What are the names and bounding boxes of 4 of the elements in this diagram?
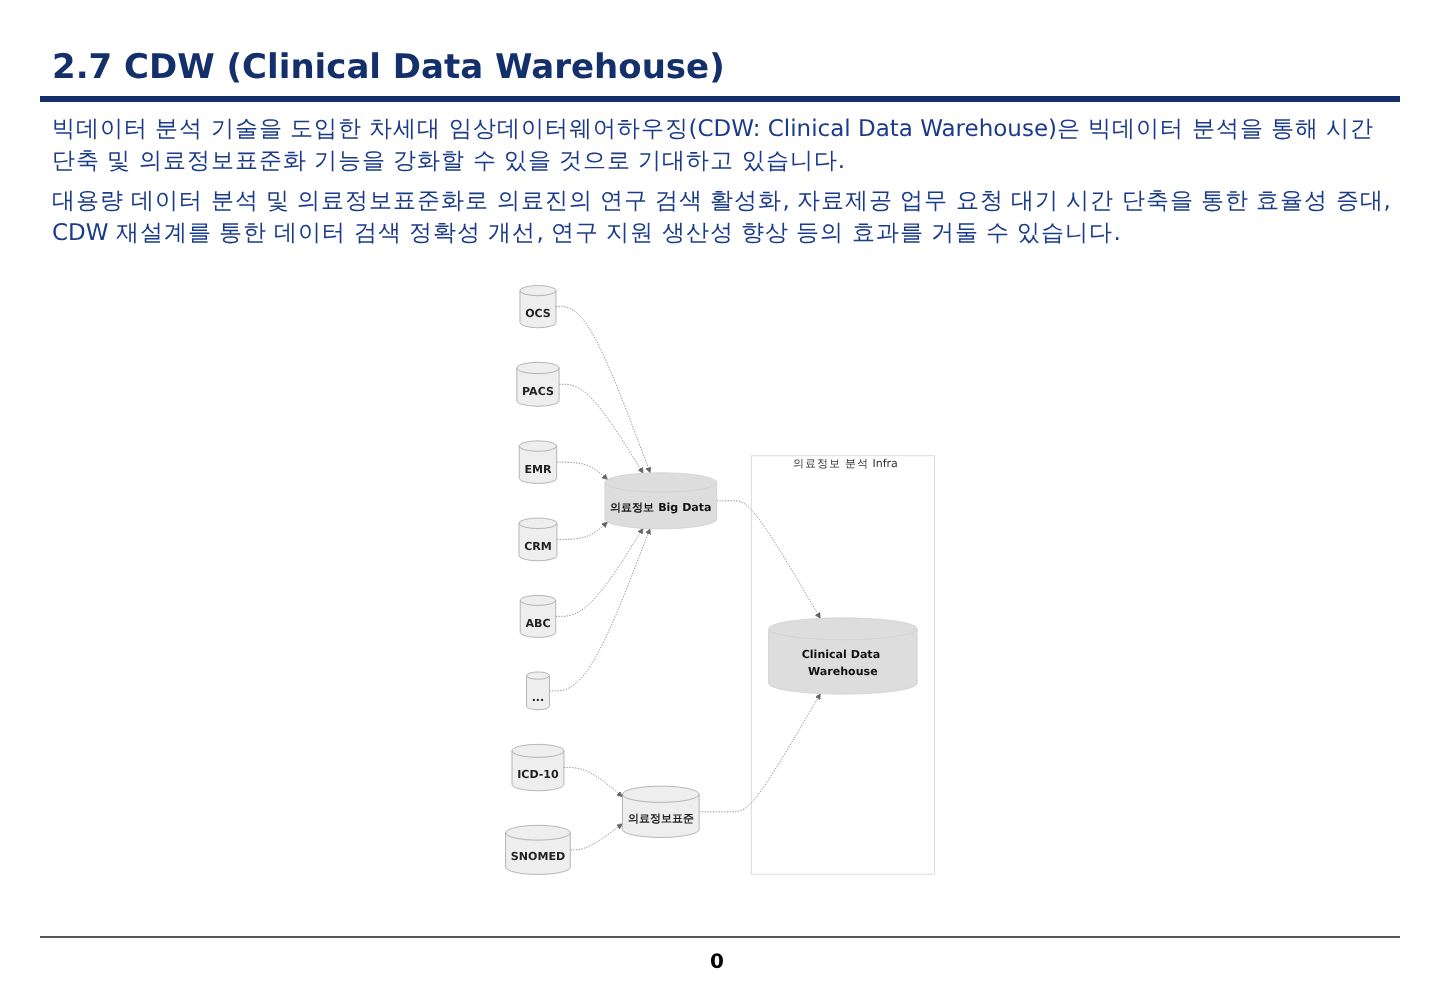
intro-paragraph: 빅데이터 분석 기술을 도입한 차세대 임상데이터웨어하우징(CDW: Clinical Data Warehouse)은 빅데이터 분석을 통해 시간 단축 및 의료정보표준화 기능을 강화할 수 있을 것으로 기대하고 있습니다. — [52, 112, 1377, 176]
benefits-paragraph: 대용량 데이터 분석 및 의료정보표준화로 의료진의 연구 검색 활성화, 자료제공 업무 요청 대기 시간 단축을 통한 효율성 증대, CDW 재설계를 통한 데이터 검색 정확성 개선, 연구 지원 생산성 향상 등의 효과를 거둘 수 있습니다. — [52, 184, 1393, 248]
slide-title: 2.7 CDW (Clinical Data Warehouse) — [52, 48, 725, 88]
page-number: 0 — [710, 952, 724, 974]
